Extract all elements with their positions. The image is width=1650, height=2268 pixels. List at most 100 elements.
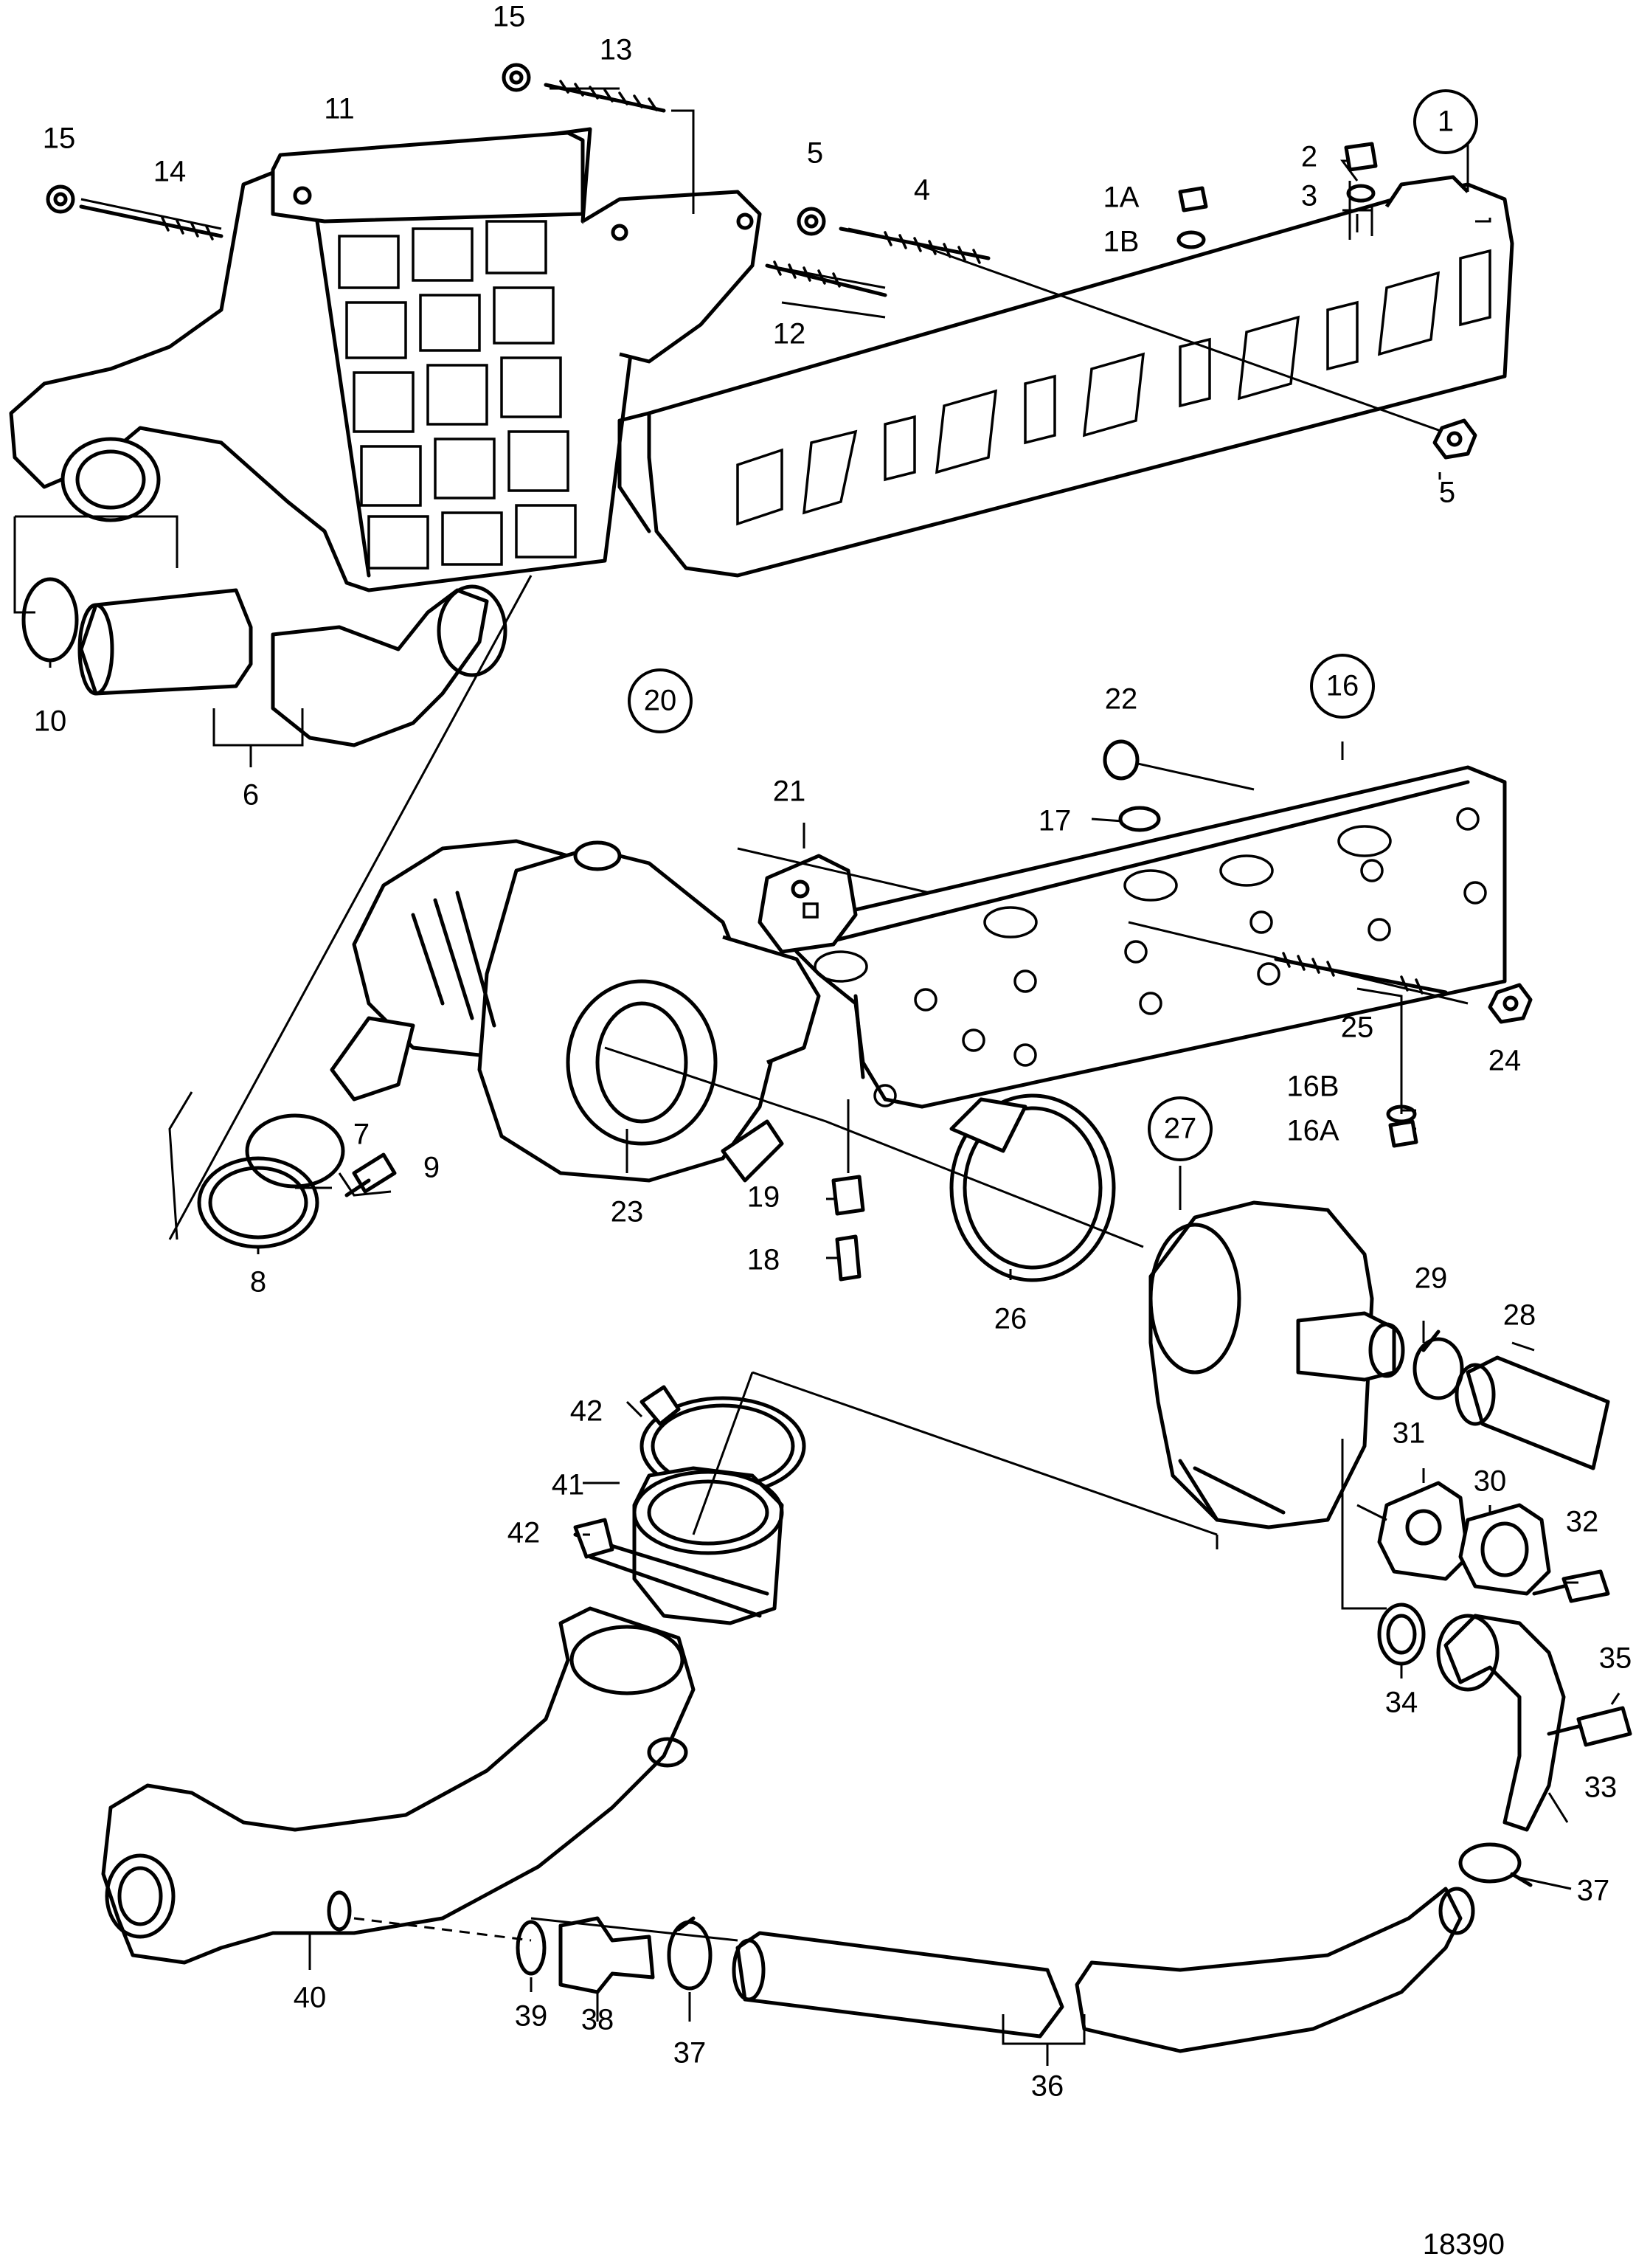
plug-2 [1344,142,1378,172]
exhaust-manifold-16 [787,765,1507,1109]
stud-4 [839,227,991,264]
hose-clamp-29 [1412,1330,1464,1400]
gasket-31 [1377,1481,1470,1581]
callout-40: 40 [294,1982,327,2014]
callout-2: 2 [1301,141,1317,173]
stud-13 [544,80,666,113]
callout-17: 17 [1039,805,1072,837]
clamp-42-lower [573,1518,769,1618]
callout-32: 32 [1566,1506,1599,1538]
callout-20: 20 [644,685,677,717]
callout-4: 4 [914,174,930,207]
callout-38: 38 [581,2004,614,2036]
callout-15-left: 15 [43,122,76,155]
callout-37-right: 37 [1577,1875,1610,1907]
callout-28: 28 [1503,1299,1536,1332]
callout-1: 1 [1438,106,1454,138]
intake-manifold-11 [9,127,762,592]
flange-plate-21 [758,854,858,954]
screw-35 [1547,1706,1632,1747]
callout-23: 23 [611,1196,644,1228]
callout-39: 39 [515,2000,548,2033]
callout-1A: 1A [1103,181,1140,214]
callout-5-right: 5 [1439,477,1455,509]
screw-32 [1532,1569,1610,1603]
clamp-37-upper [1458,1842,1533,1887]
callout-8: 8 [250,1266,266,1299]
intake-pipe-40 [101,1606,696,1965]
callout-circle-16 [1310,654,1375,719]
callout-35: 35 [1599,1642,1632,1675]
callout-15-top: 15 [493,1,526,33]
studs-and-fasteners [46,63,1533,1282]
callout-12: 12 [773,318,806,350]
callout-3: 3 [1301,180,1317,212]
washer-3 [1346,184,1376,203]
seal-22 [1103,739,1140,781]
o-ring-10 [21,577,79,663]
nipple-18 [835,1234,862,1282]
plug-16A [1388,1119,1418,1148]
callout-34: 34 [1385,1687,1418,1719]
callout-16B: 16B [1286,1071,1339,1103]
nut-5b [1432,418,1477,460]
hose-36 [732,1887,1475,2053]
stud-12 [765,260,887,297]
callout-5-top: 5 [807,137,823,170]
callout-42-top: 42 [570,1395,603,1428]
callout-42-mid: 42 [507,1517,541,1549]
callout-11: 11 [324,93,355,125]
callout-16A: 16A [1286,1115,1339,1147]
callout-10: 10 [34,705,67,738]
callout-circle-1 [1413,89,1478,154]
screw-9 [344,1152,397,1197]
hose-clamp-37-lower [667,1916,713,1991]
callout-29: 29 [1415,1262,1448,1295]
callout-16: 16 [1326,670,1359,702]
washer-1B [1176,230,1206,249]
nut-24 [1488,983,1533,1024]
callout-26: 26 [994,1303,1027,1335]
part-callouts: 15 13 11 15 14 5 4 12 1A 1B 2 3 1 5 10 6… [34,1,1632,2103]
connecting-pipe-6 [77,584,507,747]
callout-24: 24 [1488,1045,1522,1077]
callout-30: 30 [1474,1465,1507,1498]
callout-18: 18 [747,1244,780,1276]
callout-6: 6 [243,779,259,812]
cover-30 [1458,1503,1551,1596]
plug-1A [1178,186,1208,212]
callout-41: 41 [552,1469,585,1501]
nut-15b [46,184,75,214]
callout-37-bottom: 37 [673,2037,707,2070]
callout-33: 33 [1584,1771,1618,1804]
callout-22: 22 [1105,683,1138,716]
callout-21: 21 [773,775,806,808]
exhaust-elbow-27 [1148,1200,1405,1529]
callout-19: 19 [747,1181,780,1214]
hose-28 [1455,1355,1610,1470]
callout-36: 36 [1031,2070,1064,2103]
seal-17 [1118,806,1161,832]
turbocharger-23 [330,839,821,1183]
nut-5a [797,207,826,236]
callout-31: 31 [1393,1417,1426,1450]
o-ring-39 [516,1920,547,1976]
manifold-gasket-plate-1 [617,175,1514,578]
callout-25: 25 [1341,1012,1374,1044]
o-ring-7 [245,1113,345,1189]
v-clamp-26 [949,1093,1116,1282]
figure-number: 18390 [1423,2228,1505,2261]
stud-14 [79,204,223,241]
pipe-33 [1436,1614,1566,1832]
nut-15a [502,63,531,92]
callout-13: 13 [600,34,633,66]
seal-34 [1377,1603,1426,1666]
nipple-19 [831,1175,865,1216]
callout-1B: 1B [1103,226,1140,258]
callout-14: 14 [153,156,187,188]
callout-circle-27 [1148,1096,1213,1161]
callout-9: 9 [423,1152,440,1184]
callout-27: 27 [1164,1113,1197,1145]
callout-7: 7 [353,1119,370,1151]
